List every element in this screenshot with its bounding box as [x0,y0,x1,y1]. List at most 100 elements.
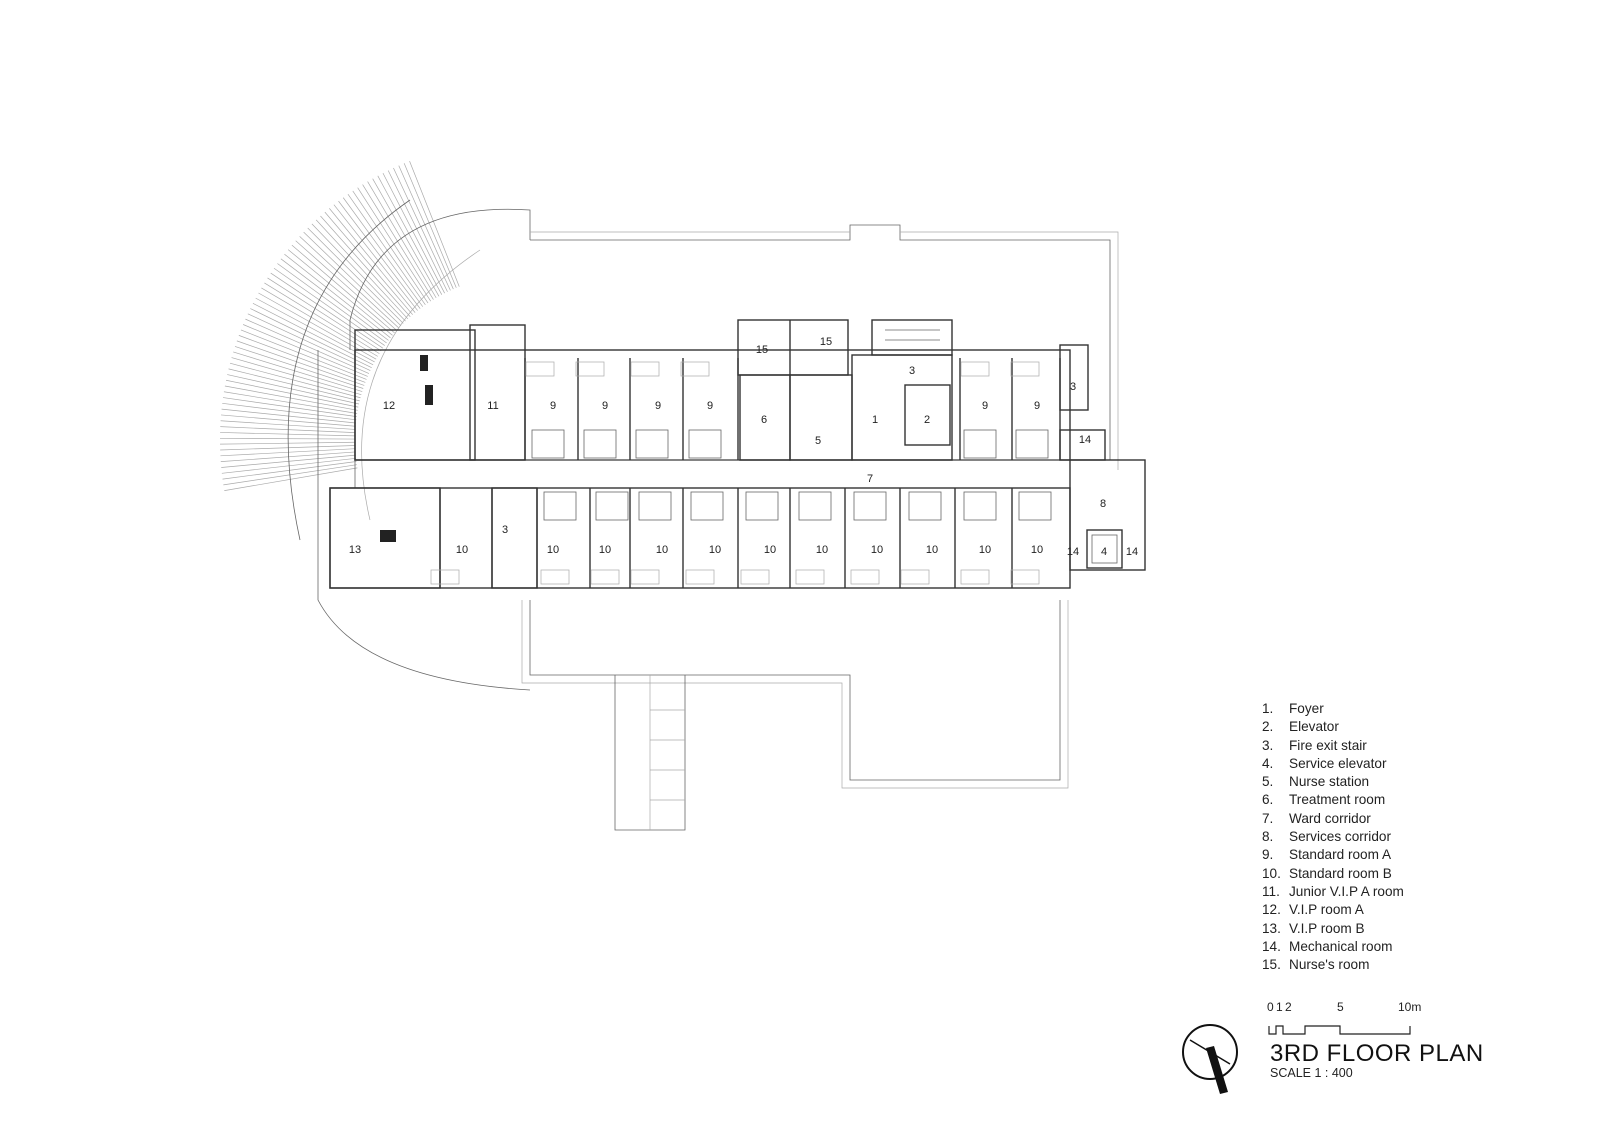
canopy-louvre [231,357,362,396]
legend-item: 9.Standard room A [1262,846,1404,864]
canopy-louvre [403,163,457,288]
canopy-louvre [227,374,360,405]
room-label-9: 9 [982,400,988,412]
legend-label: Service elevator [1289,755,1387,771]
legend-number: 4. [1262,755,1274,771]
bed [1010,361,1040,377]
canopy-louvre [223,391,358,414]
canopy-louvre [287,249,393,336]
room-label-10: 10 [656,544,668,556]
room-label-3-right: 3 [1070,381,1076,393]
room-label-15-a: 15 [756,344,768,356]
room-label-14-b: 14 [1067,546,1079,558]
canopy-louvre [320,215,411,318]
room-label-10: 10 [979,544,991,556]
bed [540,569,570,585]
legend-number: 6. [1262,792,1274,808]
bed [685,569,715,585]
room-label-13: 13 [349,544,361,556]
canopy-louvre [393,167,451,291]
room-label-5: 5 [815,435,821,447]
bathroom-pod [1018,491,1052,521]
canopy-louvre [250,308,372,369]
legend-item: 13.V.I.P room B [1262,920,1404,938]
legend-number: 1. [1262,701,1274,716]
legend-number: 2. [1262,719,1274,735]
bed [740,569,770,585]
bathroom-pod [908,491,942,521]
canopy-louvre [398,165,454,290]
bathroom-pod [595,491,629,521]
room-label-1: 1 [872,414,878,426]
canopy-louvre [264,282,380,354]
wall-columns [380,355,433,542]
canopy-louvre [270,272,384,349]
bathroom-pod [583,429,617,459]
title-block: 3RD FLOOR PLAN SCALE 1 : 400 [1270,1040,1484,1080]
room-label-9: 9 [655,400,661,412]
bed [795,569,825,585]
bed [900,569,930,585]
bathroom-pod [963,491,997,521]
legend-number: 14. [1262,938,1281,954]
canopy-louvre [273,267,385,346]
scale-tick-10m: 10m [1398,1000,1422,1014]
legend-item: 6. Treatment room [1262,791,1404,809]
canopy-louvre [228,368,360,402]
bed [575,361,605,377]
canopy-louvre [247,313,371,371]
canopy-louvre [222,397,357,417]
drawing-title: 3RD FLOOR PLAN [1270,1040,1484,1067]
room-label-12: 12 [383,400,395,412]
terrace-outline [317,208,1119,831]
canopy-louvre [220,432,356,437]
legend-label: Fire exit stair [1289,737,1367,753]
room-number-labels: 1 2 3 3 3 4 5 6 7 8 11 12 13 14 14 14 15… [349,336,1138,558]
legend-item: 2. Elevator [1262,718,1404,736]
room-label-4: 4 [1101,546,1107,558]
bathroom-pod [638,491,672,521]
canopy-louvre [362,184,434,300]
scale-tick-1: 1 [1276,1000,1283,1014]
legend-number: 8. [1262,829,1274,845]
bathroom-pod [531,429,565,459]
room-label-2: 2 [924,414,930,426]
room-label-10: 10 [871,544,883,556]
legend-label: Elevator [1289,719,1339,735]
bathroom-pod [635,429,669,459]
legend-number: 13. [1262,920,1281,936]
room-label-14-c: 14 [1126,546,1138,558]
canopy-louvre [240,329,367,380]
legend-label: Foyer [1289,701,1324,716]
legend-label: Mechanical room [1289,938,1393,954]
canopy-louvre [280,258,389,341]
room-label-10: 10 [456,544,468,556]
canopy-louvre [220,448,356,457]
canopy-louvre [277,263,387,344]
bathroom-pod [1015,429,1049,459]
canopy-louvre [267,277,382,352]
canopy-louvre [220,445,356,451]
canopy-louvre [303,231,402,326]
room-label-15-b: 15 [820,336,832,348]
canopy-louvre [315,219,409,320]
legend-label: Treatment room [1289,792,1386,808]
room-label-9: 9 [1034,400,1040,412]
legend-item: 10.Standard room B [1262,865,1404,883]
canopy-louvre [329,208,416,313]
ward-rooms [430,358,1061,588]
canopy-louvre [229,362,361,399]
room-label-10: 10 [816,544,828,556]
canopy-louvre [311,223,406,322]
scale-bar [1268,1025,1411,1035]
bed [850,569,880,585]
canopy-louvre [342,197,424,307]
canopy-louvre [261,287,378,357]
canopy-louvre [347,194,426,306]
legend-item: 3.Fire exit stair [1262,737,1404,755]
canopy-louvre [291,244,395,334]
bed [630,361,660,377]
